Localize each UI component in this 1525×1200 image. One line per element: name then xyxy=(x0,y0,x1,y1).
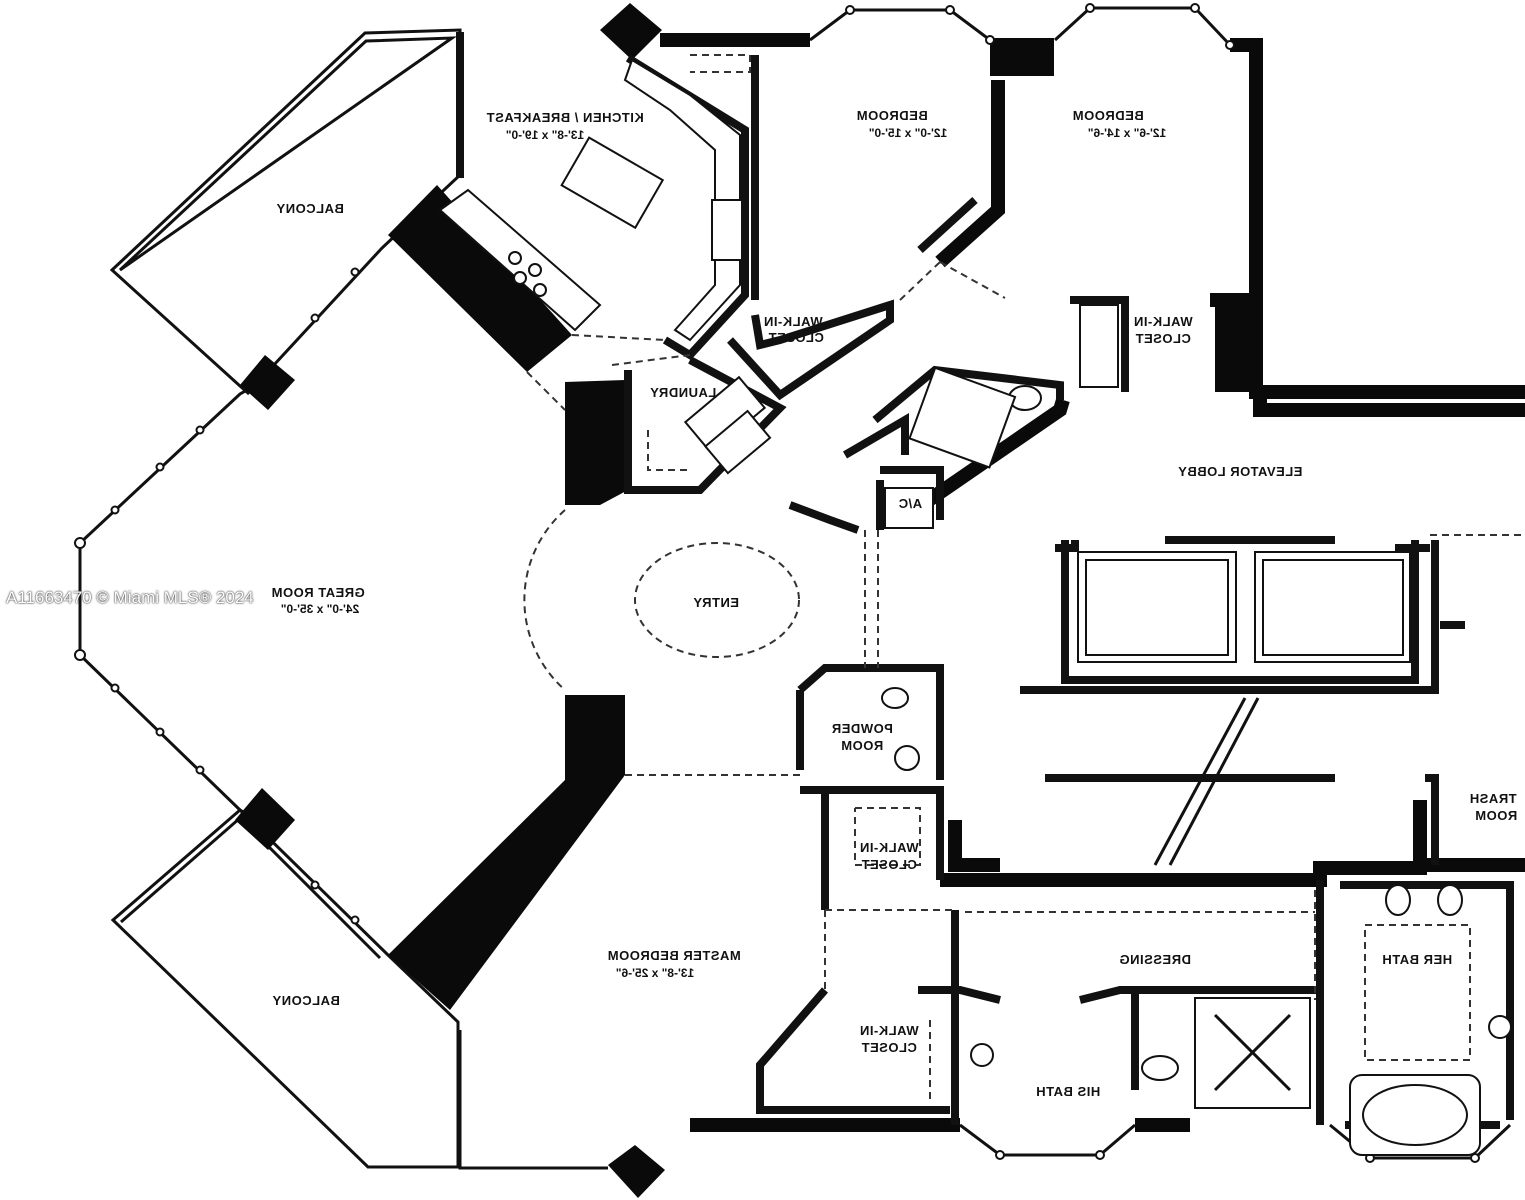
structural-walls xyxy=(235,3,1250,1198)
powder-room-label: POWDER ROOM xyxy=(831,721,893,753)
walkin-1-line-2: CLOSET xyxy=(768,330,824,345)
balcony-bottom xyxy=(110,807,460,1169)
bedroom-2-label: BEDROOM 12'-6" x 14'-6" xyxy=(1072,108,1166,140)
bedroom-1-name: BEDROOM xyxy=(856,108,927,123)
master-bedroom-name: MASTER BEDROOM xyxy=(607,948,740,963)
walkin-3-label: WALK-IN CLOSET xyxy=(859,840,918,872)
walkin-1-line-1: WALK-IN xyxy=(763,314,822,329)
great-room-dims: 24'-0" x 35'-0" xyxy=(281,602,359,616)
trash-room-line-1: TRASH xyxy=(1469,791,1516,806)
dressing-label: DRESSING xyxy=(1119,952,1191,967)
room-labels: KITCHEN / BREAKFAST 13'-8" x 19'-0" BEDR… xyxy=(271,108,1517,1099)
mls-watermark: A11663470 © Miami MLS® 2024 xyxy=(6,588,254,607)
dashed-lines xyxy=(523,54,1525,1100)
bedroom-1-label: BEDROOM 12'-0" x 15'-0" xyxy=(856,108,947,140)
trash-room-line-2: ROOM xyxy=(1475,808,1517,823)
interior-walls xyxy=(456,32,1514,1129)
walkin-1-label: WALK-IN CLOSET xyxy=(763,314,823,345)
master-bedroom-dims: 13'-8" x 25'-6" xyxy=(616,966,694,980)
ac-label: A/C xyxy=(898,496,922,511)
walkin-2-label: WALK-IN CLOSET xyxy=(1133,314,1192,346)
balcony-bottom-label: BALCONY xyxy=(272,993,340,1008)
elevator-lobby-label: ELEVATOR LOBBY xyxy=(1178,464,1303,479)
powder-room-line-2: ROOM xyxy=(841,738,883,753)
master-bedroom-label: MASTER BEDROOM 13'-8" x 25'-6" xyxy=(607,948,740,980)
walkin-4-line-1: WALK-IN xyxy=(859,1023,918,1038)
walkin-3-line-2: CLOSET xyxy=(861,857,917,872)
bay-windows xyxy=(458,3,1512,1170)
his-bath-label: HIS BATH xyxy=(1036,1084,1100,1099)
trash-room-label: TRASH ROOM xyxy=(1469,791,1517,823)
walkin-3-line-1: WALK-IN xyxy=(859,840,918,855)
fixtures xyxy=(438,58,1512,1156)
kitchen-label: KITCHEN / BREAKFAST 13'-8" x 19'-0" xyxy=(486,110,644,142)
kitchen-name: KITCHEN / BREAKFAST xyxy=(486,110,644,125)
great-room-name: GREAT ROOM xyxy=(271,585,365,600)
powder-room-line-1: POWDER xyxy=(831,721,893,736)
great-room-label: GREAT ROOM 24'-0" x 35'-0" xyxy=(271,585,365,616)
entry-label: ENTRY xyxy=(693,595,739,610)
bedroom-2-dims: 12'-6" x 14'-6" xyxy=(1088,126,1166,140)
bedroom-1-dims: 12'-0" x 15'-0" xyxy=(869,126,947,140)
balcony-top-label: BALCONY xyxy=(276,201,344,216)
kitchen-dims: 13'-8" x 19'-0" xyxy=(506,128,584,142)
walkin-2-line-1: WALK-IN xyxy=(1133,314,1192,329)
bedroom-2-name: BEDROOM xyxy=(1072,108,1143,123)
walkin-2-line-2: CLOSET xyxy=(1135,331,1191,346)
walkin-4-label: WALK-IN CLOSET xyxy=(859,1023,918,1055)
laundry-label: LAUNDRY xyxy=(650,385,717,400)
walkin-4-line-2: CLOSET xyxy=(861,1040,917,1055)
her-bath-label: HER BATH xyxy=(1382,952,1452,967)
